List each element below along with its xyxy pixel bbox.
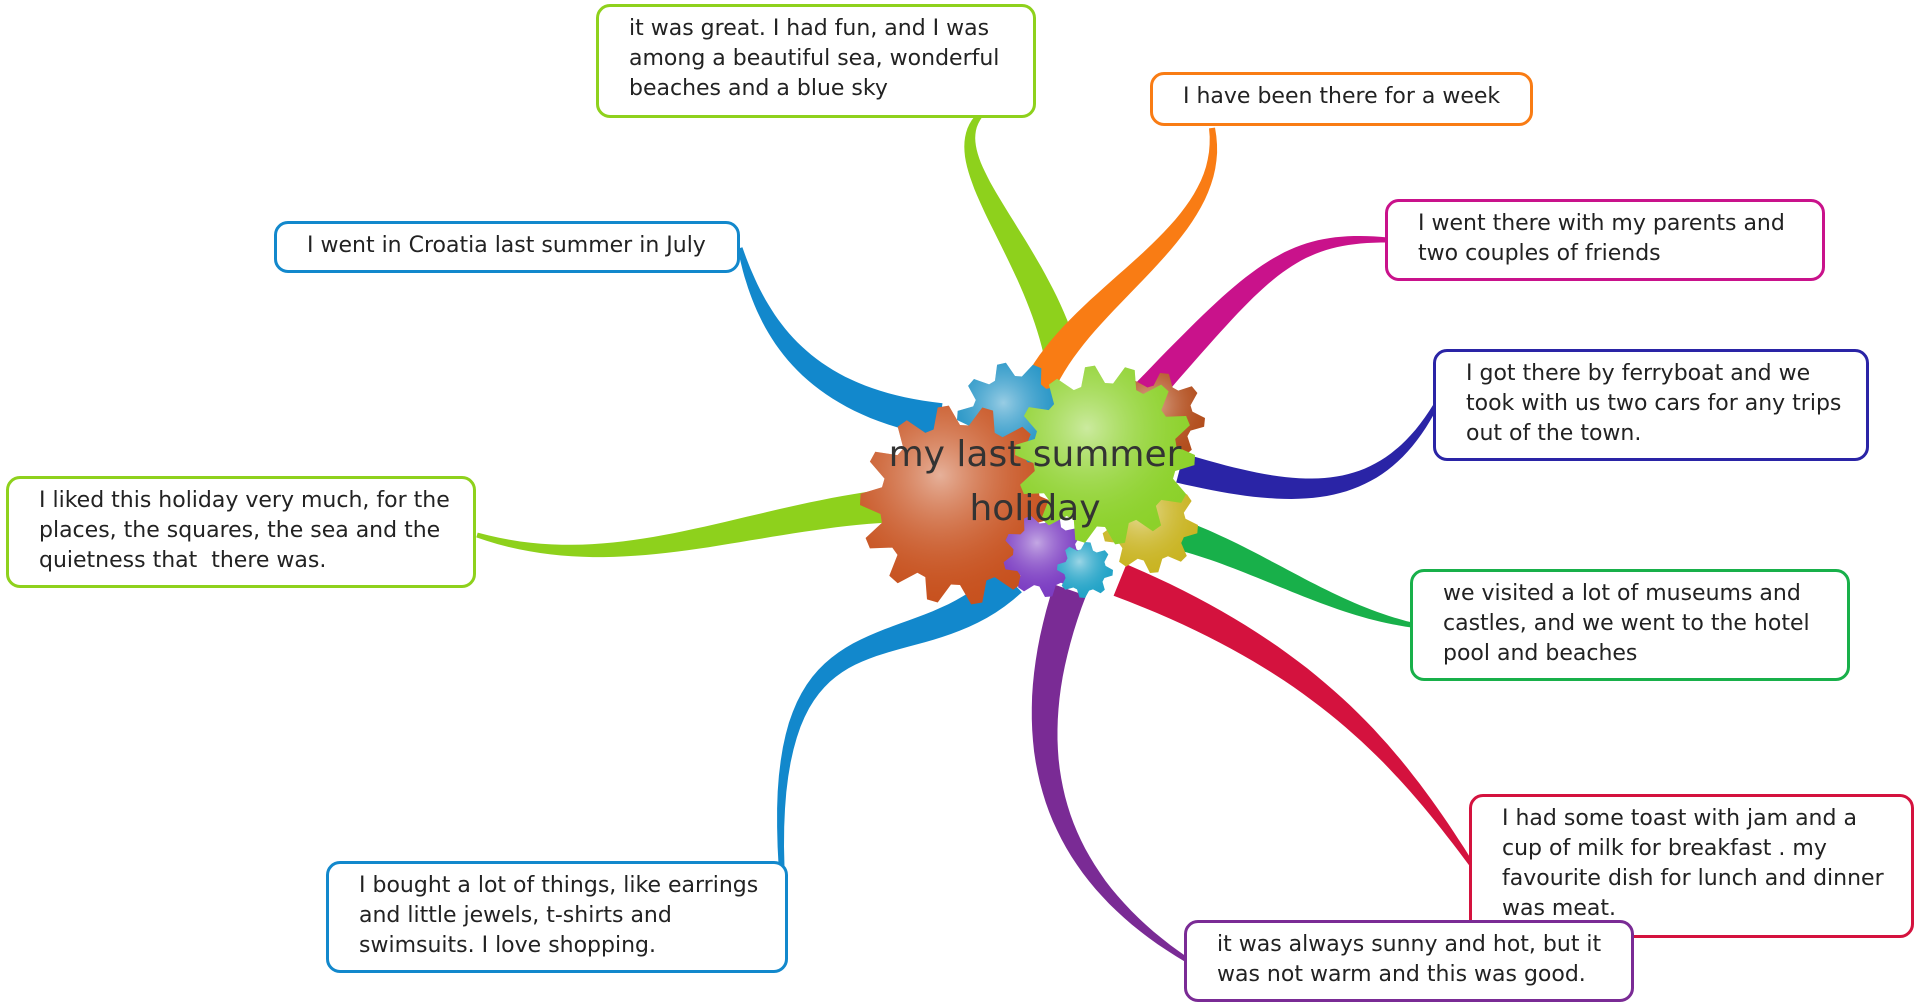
node-great-fun[interactable]: it was great. I had fun, and I was among…	[596, 4, 1036, 118]
node-parents-friends[interactable]: I went there with my parents and two cou…	[1385, 199, 1825, 281]
branch-connector	[1013, 127, 1218, 415]
branch-connector	[777, 567, 1022, 891]
node-weather[interactable]: it was always sunny and hot, but it was …	[1184, 920, 1634, 1002]
node-shopping[interactable]: I bought a lot of things, like earrings …	[326, 861, 788, 973]
node-one-week[interactable]: I have been there for a week	[1150, 72, 1533, 126]
branch-connector	[737, 247, 943, 437]
branch-connector	[1113, 564, 1475, 867]
branch-connector	[1175, 520, 1413, 628]
gear-highlight	[1015, 365, 1195, 545]
node-liked-holiday[interactable]: I liked this holiday very much, for the …	[6, 476, 476, 588]
branch-connector	[1031, 584, 1189, 963]
gear-highlight	[1057, 542, 1113, 598]
node-museums[interactable]: we visited a lot of museums and castles,…	[1410, 569, 1850, 681]
node-breakfast[interactable]: I had some toast with jam and a cup of m…	[1469, 794, 1914, 938]
gear-highlight	[860, 405, 1060, 605]
node-croatia[interactable]: I went in Croatia last summer in July	[274, 221, 740, 273]
node-ferryboat[interactable]: I got there by ferryboat and we took wit…	[1433, 349, 1869, 461]
central-topic-title[interactable]: my last summer holiday	[888, 434, 1182, 529]
branch-connector	[1176, 403, 1439, 499]
branch-connector	[964, 113, 1077, 355]
branch-connector	[476, 488, 902, 558]
